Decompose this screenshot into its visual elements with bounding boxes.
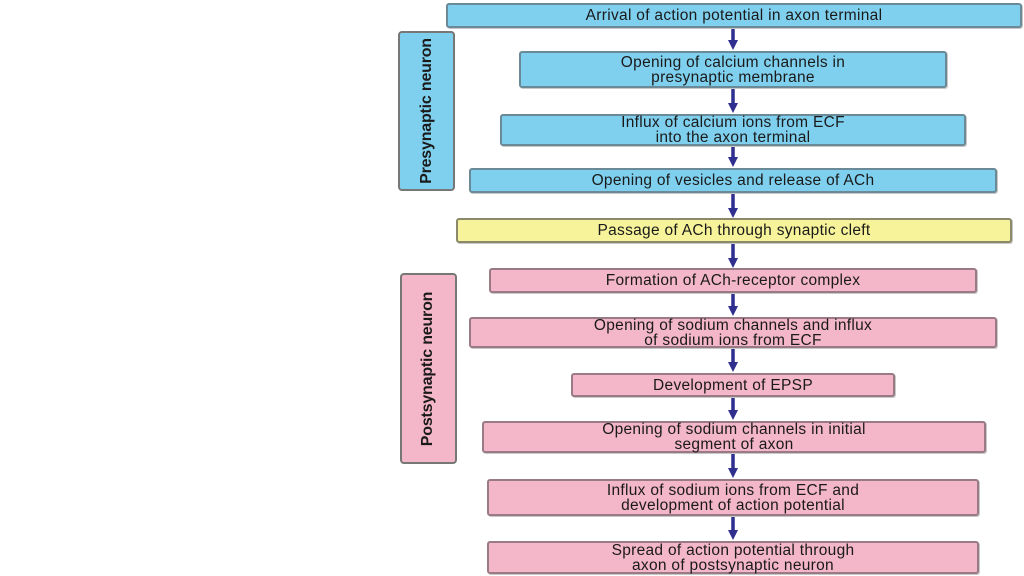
step-box: Opening of sodium channels and influx of…: [469, 317, 997, 348]
step-box: Arrival of action potential in axon term…: [446, 3, 1022, 28]
step-box: Passage of ACh through synaptic cleft: [456, 218, 1012, 243]
step-box: Formation of ACh-receptor complex: [489, 268, 977, 293]
postsynaptic-label-box: Postsynaptic neuron: [400, 273, 457, 464]
step-box: Influx of calcium ions from ECF into the…: [500, 114, 966, 146]
postsynaptic-label: Postsynaptic neuron: [419, 291, 437, 446]
presynaptic-label: Presynaptic neuron: [417, 38, 435, 184]
step-box: Opening of vesicles and release of ACh: [469, 168, 997, 193]
step-box: Development of EPSP: [571, 373, 895, 397]
step-box: Spread of action potential through axon …: [487, 541, 979, 574]
step-box: Influx of sodium ions from ECF and devel…: [487, 479, 979, 516]
step-box: Opening of sodium channels in initial se…: [482, 421, 986, 453]
presynaptic-label-box: Presynaptic neuron: [398, 31, 455, 191]
step-box: Opening of calcium channels in presynapt…: [519, 51, 947, 88]
